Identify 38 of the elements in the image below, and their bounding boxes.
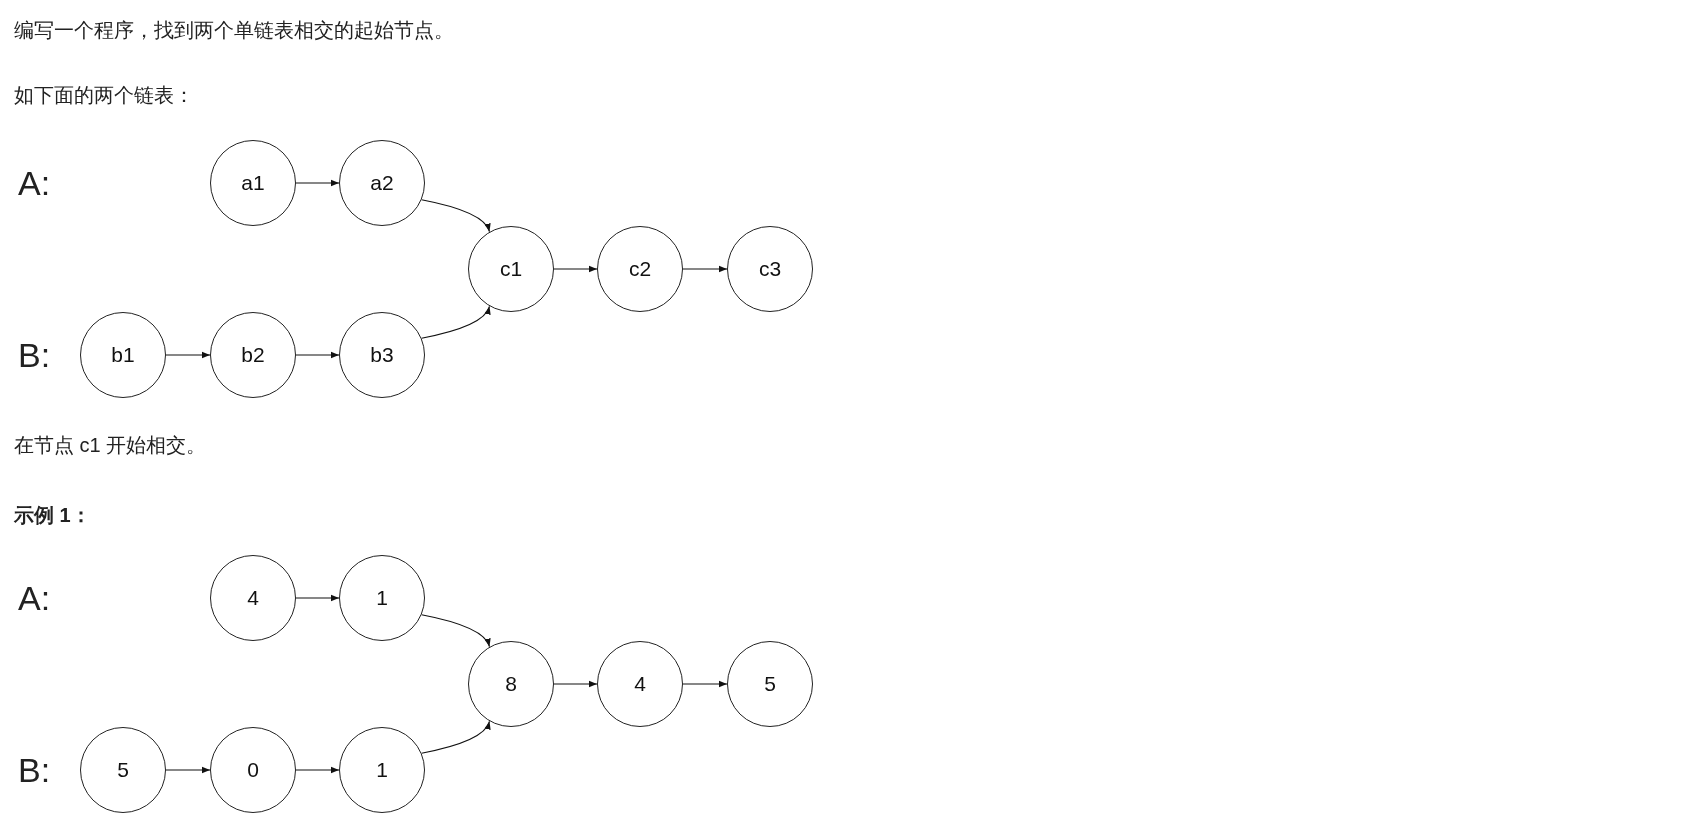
arrow: [420, 614, 491, 648]
arrow: [420, 720, 491, 754]
list-node-circle: 5: [80, 727, 166, 813]
arrow: [420, 305, 491, 339]
list-node-circle: 1: [339, 555, 425, 641]
arrow: [682, 680, 728, 688]
arrow: [295, 594, 340, 602]
text-line: 如下面的两个链表：: [14, 83, 194, 107]
list-node-circle: 8: [468, 641, 554, 727]
list-node-circle: b2: [210, 312, 296, 398]
example-heading: 示例 1：: [14, 503, 91, 527]
list-label: B:: [18, 334, 51, 376]
list-node-circle: a1: [210, 140, 296, 226]
list-node-circle: c3: [727, 226, 813, 312]
list-node-circle: 4: [597, 641, 683, 727]
arrow: [420, 199, 491, 233]
arrow: [295, 766, 340, 774]
list-node-circle: 4: [210, 555, 296, 641]
list-node-circle: b1: [80, 312, 166, 398]
arrow: [295, 179, 340, 187]
arrow: [553, 265, 598, 273]
list-node-circle: 0: [210, 727, 296, 813]
list-label: B:: [18, 749, 51, 791]
arrow: [553, 680, 598, 688]
text-line: 编写一个程序，找到两个单链表相交的起始节点。: [14, 18, 454, 42]
arrow: [682, 265, 728, 273]
arrow: [165, 766, 211, 774]
list-node-circle: 5: [727, 641, 813, 727]
arrow: [295, 351, 340, 359]
list-node-circle: a2: [339, 140, 425, 226]
list-label: A:: [18, 577, 51, 619]
list-node-circle: b3: [339, 312, 425, 398]
arrow: [165, 351, 211, 359]
list-node-circle: c2: [597, 226, 683, 312]
text-line: 在节点 c1 开始相交。: [14, 433, 207, 457]
list-node-circle: 1: [339, 727, 425, 813]
list-node-circle: c1: [468, 226, 554, 312]
list-label: A:: [18, 162, 51, 204]
